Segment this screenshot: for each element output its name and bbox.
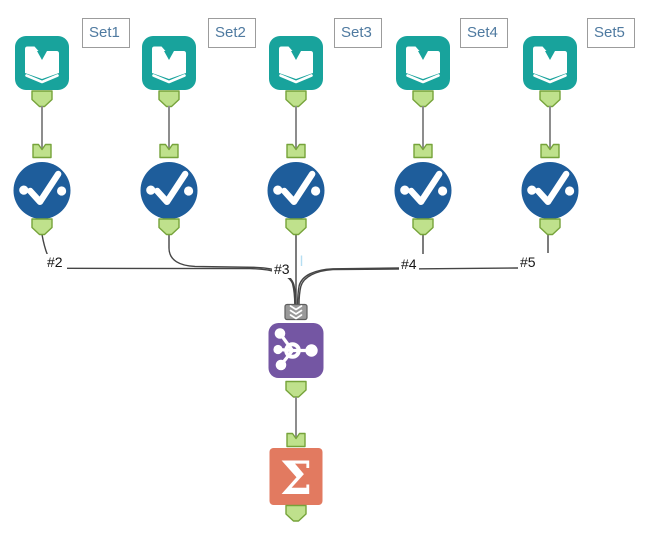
output-anchor[interactable]	[31, 90, 53, 108]
annotation-set2[interactable]: Set2	[208, 18, 256, 48]
output-anchor[interactable]	[539, 218, 561, 236]
tool-select-3[interactable]	[268, 143, 325, 236]
tool-select-1[interactable]	[14, 143, 71, 236]
union-icon	[268, 323, 324, 378]
annotation-set1[interactable]: Set1	[82, 18, 130, 48]
tool-union[interactable]	[268, 303, 324, 398]
annotation-set5[interactable]: Set5	[587, 18, 635, 48]
output-anchor[interactable]	[158, 90, 180, 108]
output-anchor[interactable]	[285, 218, 307, 236]
input-data-icon	[269, 36, 323, 90]
input-data-icon	[396, 36, 450, 90]
input-data-icon	[142, 36, 196, 90]
select-icon	[14, 162, 71, 219]
tool-select-4[interactable]	[395, 143, 452, 236]
wire-select4-to-union[interactable]	[296, 234, 424, 306]
connection-label-3[interactable]: #3	[272, 261, 292, 278]
connection-label-5[interactable]: #5	[518, 254, 538, 271]
tool-summarize[interactable]	[269, 432, 323, 522]
multi-input-anchor[interactable]	[284, 303, 308, 321]
tool-select-2[interactable]	[141, 143, 198, 236]
select-icon	[268, 162, 325, 219]
output-anchor[interactable]	[412, 218, 434, 236]
select-icon	[141, 162, 198, 219]
output-anchor[interactable]	[412, 90, 434, 108]
input-data-icon	[523, 36, 577, 90]
output-anchor[interactable]	[158, 218, 180, 236]
tool-input-data-2[interactable]	[142, 36, 196, 108]
wire-select5-to-union[interactable]	[298, 234, 549, 306]
tool-input-data-4[interactable]	[396, 36, 450, 108]
connection-label-4[interactable]: #4	[399, 256, 419, 273]
input-data-icon	[15, 36, 69, 90]
wire-select1-to-union[interactable]	[41, 234, 296, 306]
annotation-set4[interactable]: Set4	[460, 18, 508, 48]
output-anchor[interactable]	[285, 90, 307, 108]
summarize-icon	[269, 448, 323, 505]
output-anchor[interactable]	[285, 380, 307, 398]
annotation-set3[interactable]: Set3	[334, 18, 382, 48]
output-anchor[interactable]	[539, 90, 561, 108]
select-icon	[395, 162, 452, 219]
output-anchor[interactable]	[285, 504, 307, 522]
select-icon	[522, 162, 579, 219]
tool-input-data-1[interactable]	[15, 36, 69, 108]
tool-input-data-3[interactable]	[269, 36, 323, 108]
tool-select-5[interactable]	[522, 143, 579, 236]
output-anchor[interactable]	[31, 218, 53, 236]
connection-label-2[interactable]: #2	[45, 254, 65, 271]
tool-input-data-5[interactable]	[523, 36, 577, 108]
